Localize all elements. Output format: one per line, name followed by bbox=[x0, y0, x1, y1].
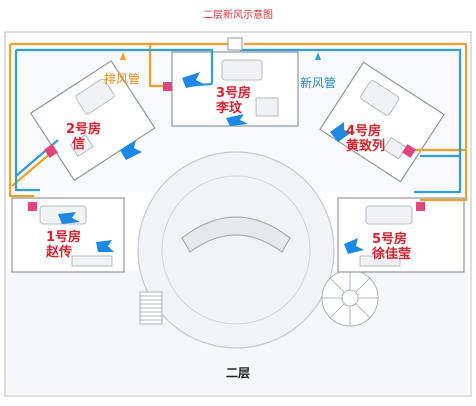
floor-label: 二层 bbox=[226, 366, 251, 380]
fresh-arrow-icon bbox=[315, 52, 321, 60]
airflow-arrows bbox=[58, 72, 364, 254]
room-3-shape bbox=[171, 51, 299, 127]
atrium-circle bbox=[137, 151, 335, 349]
fresh-air-duct bbox=[14, 48, 462, 194]
room-5-number: 5号房 bbox=[372, 232, 408, 247]
spiral-stair bbox=[321, 269, 379, 327]
room-label-2: 2号房 信 bbox=[66, 122, 101, 152]
vents bbox=[28, 82, 425, 211]
fresh-duct-label: 新风管 bbox=[300, 76, 337, 90]
room-4-occupant: 黄致列 bbox=[346, 139, 386, 154]
room-2-shape bbox=[29, 60, 156, 182]
room-label-5: 5号房 徐佳莹 bbox=[372, 232, 411, 262]
room-5-shape bbox=[337, 197, 465, 273]
room-label-4: 4号房 黄致列 bbox=[346, 124, 385, 154]
room-3-number: 3号房 bbox=[216, 86, 252, 101]
atrium-inner-circle bbox=[161, 175, 311, 325]
room-3-occupant: 李玟 bbox=[216, 101, 243, 116]
room-label-3: 3号房 李玟 bbox=[216, 86, 251, 116]
room-4-number: 4号房 bbox=[346, 124, 382, 139]
diagram-title: 二层新风示意图 bbox=[203, 10, 273, 21]
room-5-occupant: 徐佳莹 bbox=[372, 247, 412, 262]
fan-unit bbox=[227, 37, 243, 51]
straight-stair bbox=[139, 291, 163, 325]
room-1-occupant: 赵传 bbox=[46, 245, 73, 260]
room-label-1: 1号房 赵传 bbox=[46, 230, 81, 260]
exhaust-duct bbox=[8, 42, 468, 202]
room-2-number: 2号房 bbox=[66, 122, 102, 137]
room-1-number: 1号房 bbox=[46, 230, 82, 245]
exhaust-arrow-icon bbox=[120, 52, 126, 60]
atrium-counter bbox=[181, 216, 291, 253]
exhaust-duct-label: 排风管 bbox=[104, 72, 141, 86]
room-2-occupant: 信 bbox=[72, 137, 86, 152]
